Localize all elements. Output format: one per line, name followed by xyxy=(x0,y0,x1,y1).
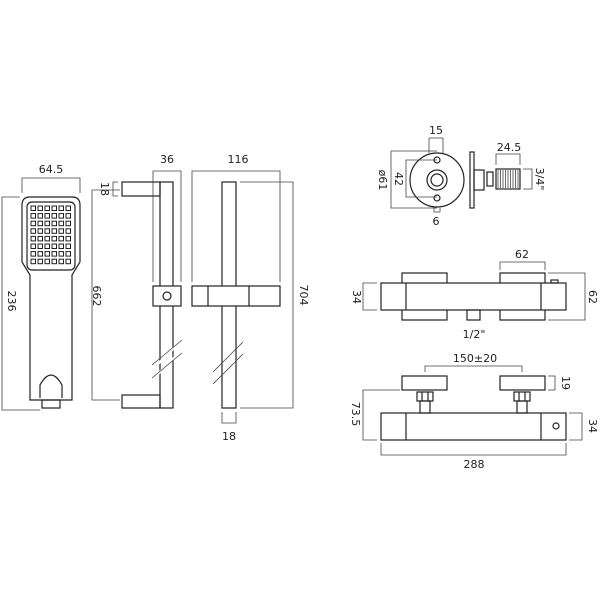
spray-nozzle xyxy=(51,228,57,234)
outlet-diameter-label: ø61 xyxy=(376,170,389,191)
spray-nozzle xyxy=(44,235,50,242)
body-height-label: 34 xyxy=(586,419,599,433)
spray-nozzle xyxy=(44,251,50,257)
outlet-top-label: 15 xyxy=(429,124,443,137)
spray-nozzle xyxy=(37,220,43,227)
spray-nozzle xyxy=(44,220,50,227)
spray-nozzle xyxy=(51,243,57,249)
spray-nozzle xyxy=(65,235,71,242)
spray-nozzle xyxy=(58,205,64,211)
spray-nozzle xyxy=(44,213,50,219)
spray-nozzle xyxy=(65,213,71,219)
rail-front-view xyxy=(191,170,294,424)
spray-nozzle xyxy=(44,258,50,265)
spray-nozzle xyxy=(51,205,57,211)
spray-nozzle xyxy=(37,235,43,242)
spray-nozzle xyxy=(65,258,71,265)
overall-depth-label: 62 xyxy=(586,290,599,304)
valve-height-label: 73.5 xyxy=(349,402,362,427)
handle-width-label: 62 xyxy=(515,248,529,261)
spray-nozzle xyxy=(30,220,36,227)
spray-nozzle xyxy=(30,251,36,257)
rail-side-view xyxy=(91,170,183,409)
spray-nozzle xyxy=(58,258,64,265)
spray-nozzle xyxy=(58,235,64,242)
spray-nozzle xyxy=(30,258,36,265)
bracket-label: 18 xyxy=(98,182,111,196)
spray-nozzle xyxy=(44,243,50,249)
spray-nozzle xyxy=(44,205,50,211)
spray-nozzle xyxy=(37,258,43,265)
spray-nozzle xyxy=(37,228,43,234)
outlet-spacing-label: 42 xyxy=(392,172,405,186)
spray-nozzle xyxy=(30,228,36,234)
spray-nozzle xyxy=(30,243,36,249)
outlet-bottom-label: 6 xyxy=(433,215,440,228)
spray-nozzle xyxy=(51,235,57,242)
handset-length-label: 236 xyxy=(5,291,18,312)
rail-tube-label: 18 xyxy=(222,430,236,443)
spray-nozzle xyxy=(65,228,71,234)
spray-nozzle xyxy=(58,228,64,234)
spray-nozzle xyxy=(37,243,43,249)
handle-height-label: 19 xyxy=(559,376,572,390)
rail-centres-label: 662 xyxy=(90,286,103,307)
spray-nozzle xyxy=(65,243,71,249)
handle-centres-label: 150±20 xyxy=(453,352,497,365)
outlet-size-label: 1/2" xyxy=(463,328,486,341)
body-depth-label: 34 xyxy=(350,290,363,304)
spray-nozzle xyxy=(37,213,43,219)
rail-width-label: 116 xyxy=(228,153,249,166)
spray-nozzle xyxy=(37,251,43,257)
outlet-length-label: 24.5 xyxy=(497,141,522,154)
spray-nozzle xyxy=(58,213,64,219)
valve-top-view xyxy=(362,261,586,321)
valve-length-label: 288 xyxy=(464,458,485,471)
spray-nozzle xyxy=(51,258,57,265)
valve-front-view xyxy=(362,365,583,456)
spray-nozzle xyxy=(51,213,57,219)
spray-nozzle xyxy=(51,220,57,227)
handset xyxy=(1,177,81,411)
rail-depth-label: 36 xyxy=(160,153,174,166)
wall-outlet xyxy=(390,137,533,213)
outlet-thread-label: 3/4" xyxy=(533,168,546,191)
handset-width-label: 64.5 xyxy=(39,163,64,176)
spray-nozzle xyxy=(65,205,71,211)
spray-nozzle xyxy=(30,235,36,242)
spray-nozzle xyxy=(58,243,64,249)
spray-nozzle xyxy=(44,228,50,234)
spray-nozzle xyxy=(37,205,43,211)
rail-height-label: 704 xyxy=(297,285,310,306)
spray-nozzle xyxy=(58,251,64,257)
spray-nozzle xyxy=(30,213,36,219)
spray-nozzle xyxy=(30,205,36,211)
spray-nozzle xyxy=(58,220,64,227)
spray-nozzle xyxy=(51,251,57,257)
spray-nozzle xyxy=(65,220,71,227)
spray-nozzle xyxy=(65,251,71,257)
